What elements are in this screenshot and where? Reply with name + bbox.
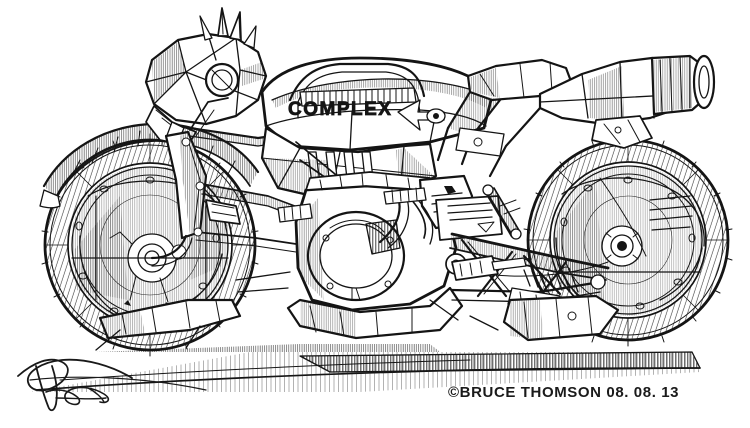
tank-logo-arrow bbox=[397, 99, 446, 131]
engine-case bbox=[277, 171, 503, 340]
tank-grille-slats bbox=[305, 87, 409, 106]
tank-logo-text: COMPLEX bbox=[288, 99, 392, 120]
radiator-vents bbox=[435, 195, 503, 241]
trellis-swingarm bbox=[445, 184, 610, 313]
rear-hub bbox=[601, 225, 643, 267]
rear-shock bbox=[482, 184, 522, 240]
front-skid-fin bbox=[98, 298, 242, 340]
signature-credit: ©BRUCE THOMSON 08. 08. 13 bbox=[448, 384, 679, 401]
signature-flourish bbox=[17, 358, 207, 412]
rear-aero-fin bbox=[502, 294, 620, 342]
front-cowl-headlight bbox=[144, 7, 268, 147]
detail-linework bbox=[95, 271, 499, 351]
front-brake-caliper bbox=[205, 199, 241, 225]
antenna-spikes bbox=[199, 7, 257, 49]
exhaust-canister bbox=[650, 54, 716, 116]
hub-center-steering-linkage bbox=[150, 97, 301, 267]
tail-section bbox=[436, 54, 716, 178]
swingarm-louvres bbox=[523, 269, 579, 293]
rear-hub-vents bbox=[649, 195, 693, 231]
signature-credit-text: ©BRUCE THOMSON 08. 08. 13 bbox=[448, 384, 679, 401]
footpeg bbox=[451, 255, 527, 281]
belly-pan bbox=[286, 286, 464, 340]
